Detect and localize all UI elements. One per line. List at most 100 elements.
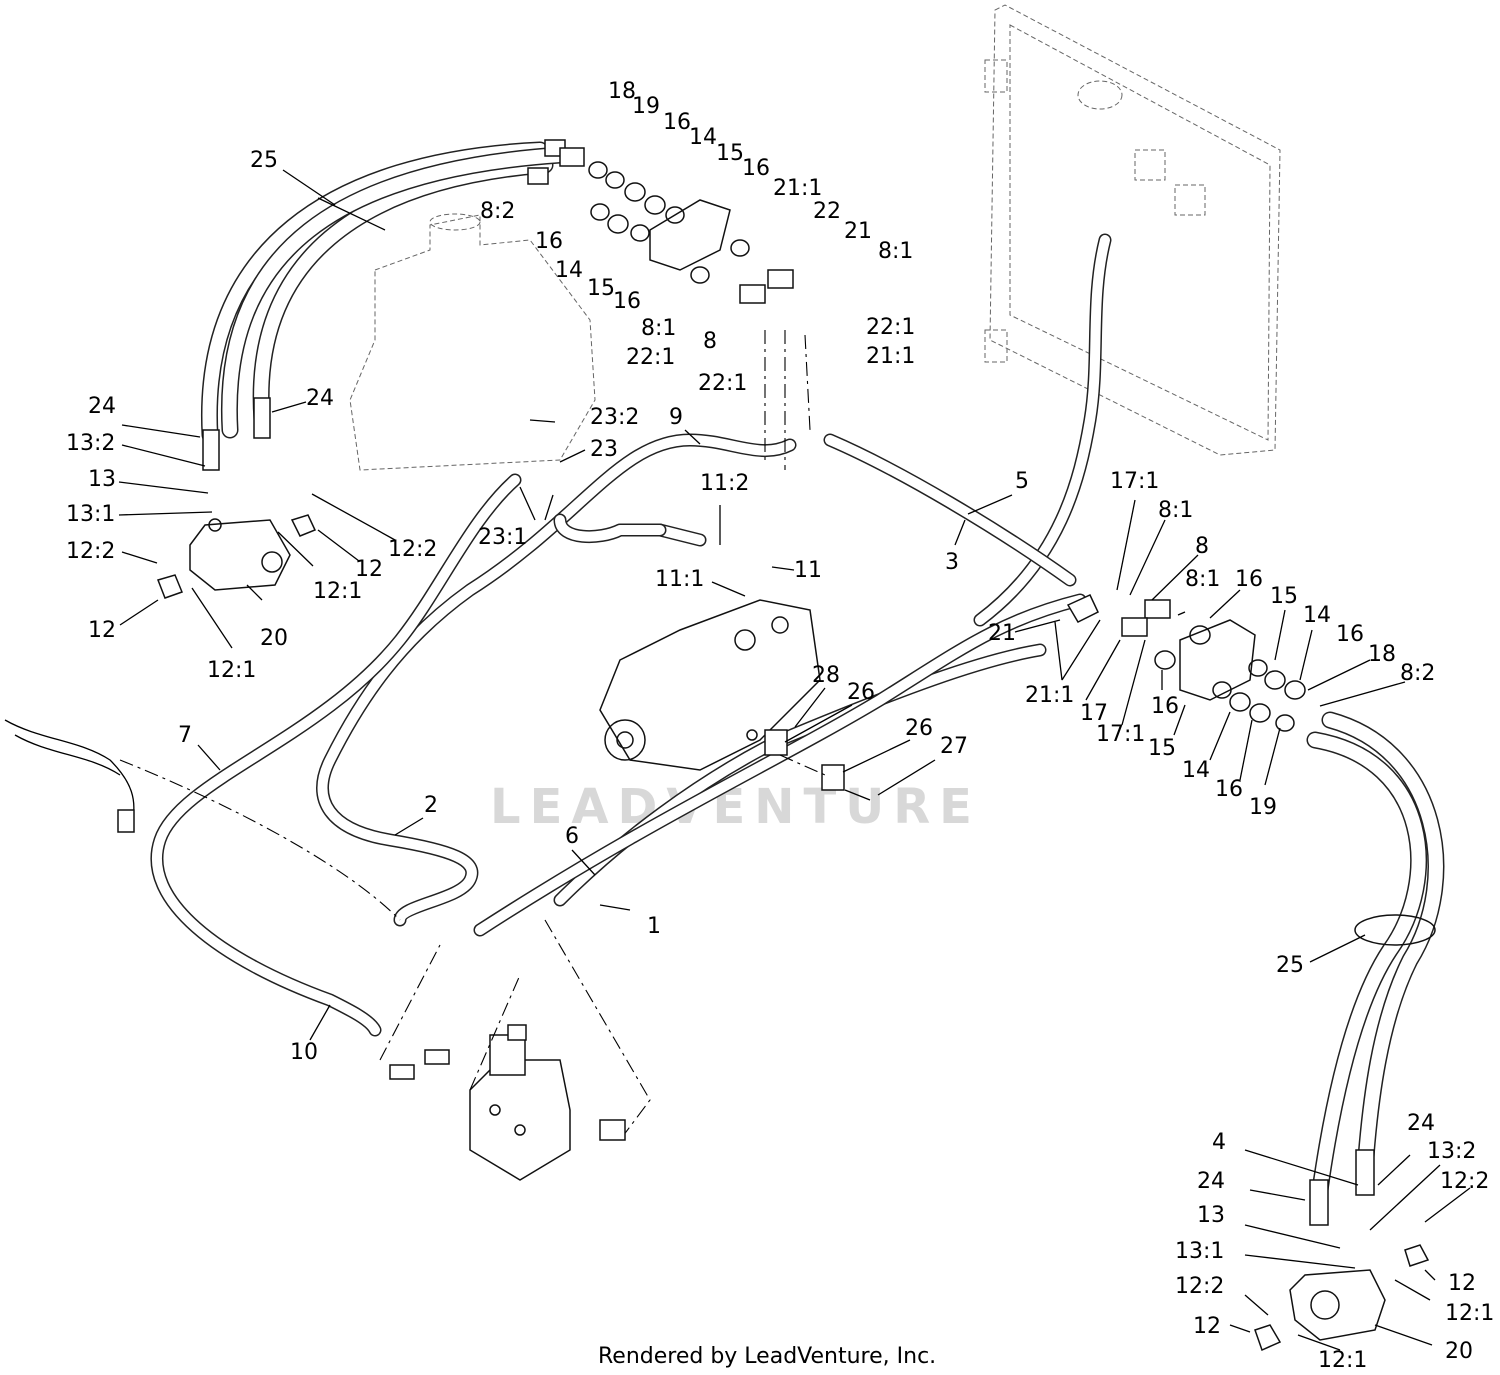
callout: 23:2: [590, 405, 639, 430]
callout: 8:2: [1400, 661, 1435, 686]
callout: 14: [555, 258, 583, 283]
callout: 23:1: [478, 525, 527, 550]
callout: 16: [1151, 694, 1179, 719]
callout: 20: [260, 626, 288, 651]
wire-harness: [4, 719, 401, 921]
callout: 13: [1197, 1203, 1225, 1228]
callout: 16: [1215, 777, 1243, 802]
callout: 16: [1336, 622, 1364, 647]
clamp-assembly: [746, 729, 871, 801]
callout: 20: [1445, 1339, 1473, 1364]
right-motor: [1254, 1244, 1430, 1352]
callout: 2: [424, 793, 438, 818]
callout: 17: [1080, 701, 1108, 726]
callout: 8:1: [1185, 567, 1220, 592]
callout: 21: [988, 621, 1016, 646]
callout: 8: [703, 329, 717, 354]
callout: 12: [1448, 1271, 1476, 1296]
callout: 22:1: [866, 315, 915, 340]
callout: 16: [613, 289, 641, 314]
callout: 21:1: [1025, 683, 1074, 708]
callout: 8:1: [1158, 498, 1193, 523]
callout: 15: [1148, 736, 1176, 761]
callout: 11: [794, 558, 822, 583]
callout: 17:1: [1110, 469, 1159, 494]
callout: 13:2: [66, 431, 115, 456]
upper-hoses: [200, 139, 585, 471]
callout: 12:2: [66, 539, 115, 564]
hydraulic-pump: [599, 599, 821, 771]
callout: 12:2: [388, 537, 437, 562]
callout: 8:1: [878, 239, 913, 264]
callout: 12: [355, 557, 383, 582]
callout: 17:1: [1096, 722, 1145, 747]
callout: 8:2: [480, 199, 515, 224]
left-motor: [157, 514, 317, 599]
fuel-tank: [349, 213, 596, 471]
callout: 10: [290, 1040, 318, 1065]
callout: 22:1: [626, 345, 675, 370]
callout: 18: [1368, 642, 1396, 667]
callout: 24: [88, 394, 116, 419]
callout: 21: [844, 219, 872, 244]
callout: 22:1: [698, 371, 747, 396]
callout: 13:1: [1175, 1239, 1224, 1264]
callout: 19: [1249, 795, 1277, 820]
callout: 19: [632, 94, 660, 119]
callout: 9: [669, 405, 683, 430]
callout: 22: [813, 199, 841, 224]
leader-lines: [118, 169, 1471, 1351]
callout: 16: [535, 229, 563, 254]
callout: 6: [565, 824, 579, 849]
callout: 18: [608, 79, 636, 104]
callout: 15: [716, 141, 744, 166]
callout: 8: [1195, 534, 1209, 559]
footer-credit: Rendered by LeadVenture, Inc.: [598, 1344, 936, 1369]
callout: 12:1: [207, 658, 256, 683]
callout: 26: [847, 680, 875, 705]
callout: 24: [306, 386, 334, 411]
callout: 13: [88, 467, 116, 492]
upper-manifold: [588, 161, 811, 470]
callout: 11:1: [655, 567, 704, 592]
radiator: [984, 4, 1281, 456]
callout: 8:1: [641, 316, 676, 341]
callout: 11:2: [700, 471, 749, 496]
callout: 14: [1303, 603, 1331, 628]
callout: 13:1: [66, 502, 115, 527]
callout: 25: [250, 148, 278, 173]
callout: 12: [88, 618, 116, 643]
callout: 14: [1182, 758, 1210, 783]
callout: 16: [1235, 567, 1263, 592]
callout: 26: [905, 716, 933, 741]
callout: 25: [1276, 953, 1304, 978]
callout: 24: [1197, 1169, 1225, 1194]
callout: 27: [940, 734, 968, 759]
callout: 24: [1407, 1111, 1435, 1136]
callout-labels: 25 18 19 16 14 15 16 21:1 22 21 8:1 8:2 …: [66, 79, 1494, 1373]
valve-block: [379, 919, 651, 1181]
callout: 16: [663, 110, 691, 135]
callout: 5: [1015, 469, 1029, 494]
callout: 12:1: [1318, 1348, 1367, 1373]
callout: 14: [689, 125, 717, 150]
callout: 3: [945, 550, 959, 575]
callout: 4: [1212, 1130, 1226, 1155]
callout: 7: [178, 723, 192, 748]
callout: 12:1: [1445, 1301, 1494, 1326]
callout: 23: [590, 437, 618, 462]
callout: 12:2: [1175, 1274, 1224, 1299]
callout: 12:1: [313, 579, 362, 604]
lower-right-hoses: [1306, 711, 1445, 1226]
right-manifold: [1066, 594, 1306, 732]
callout: 15: [587, 276, 615, 301]
callout: 16: [742, 156, 770, 181]
callout: 13:2: [1427, 1139, 1476, 1164]
callout: 1: [647, 914, 661, 939]
callout: 15: [1270, 584, 1298, 609]
callout: 21:1: [866, 344, 915, 369]
callout: 28: [812, 663, 840, 688]
callout: 21:1: [773, 176, 822, 201]
callout: 12:2: [1440, 1169, 1489, 1194]
